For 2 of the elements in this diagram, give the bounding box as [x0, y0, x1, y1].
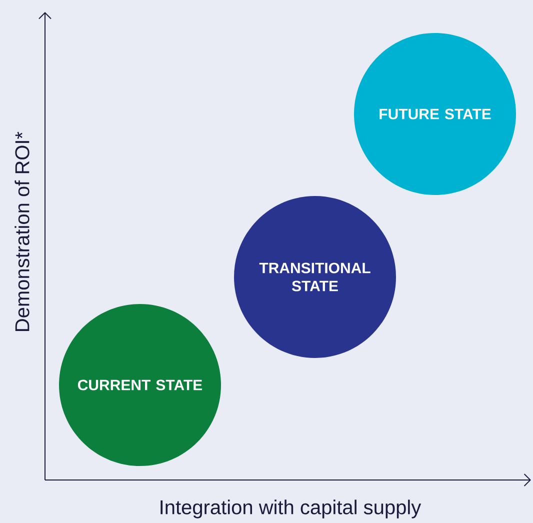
axis-label: Demonstration of ROI* [14, 132, 30, 331]
axis-label: Integration with capital supply [160, 500, 422, 518]
